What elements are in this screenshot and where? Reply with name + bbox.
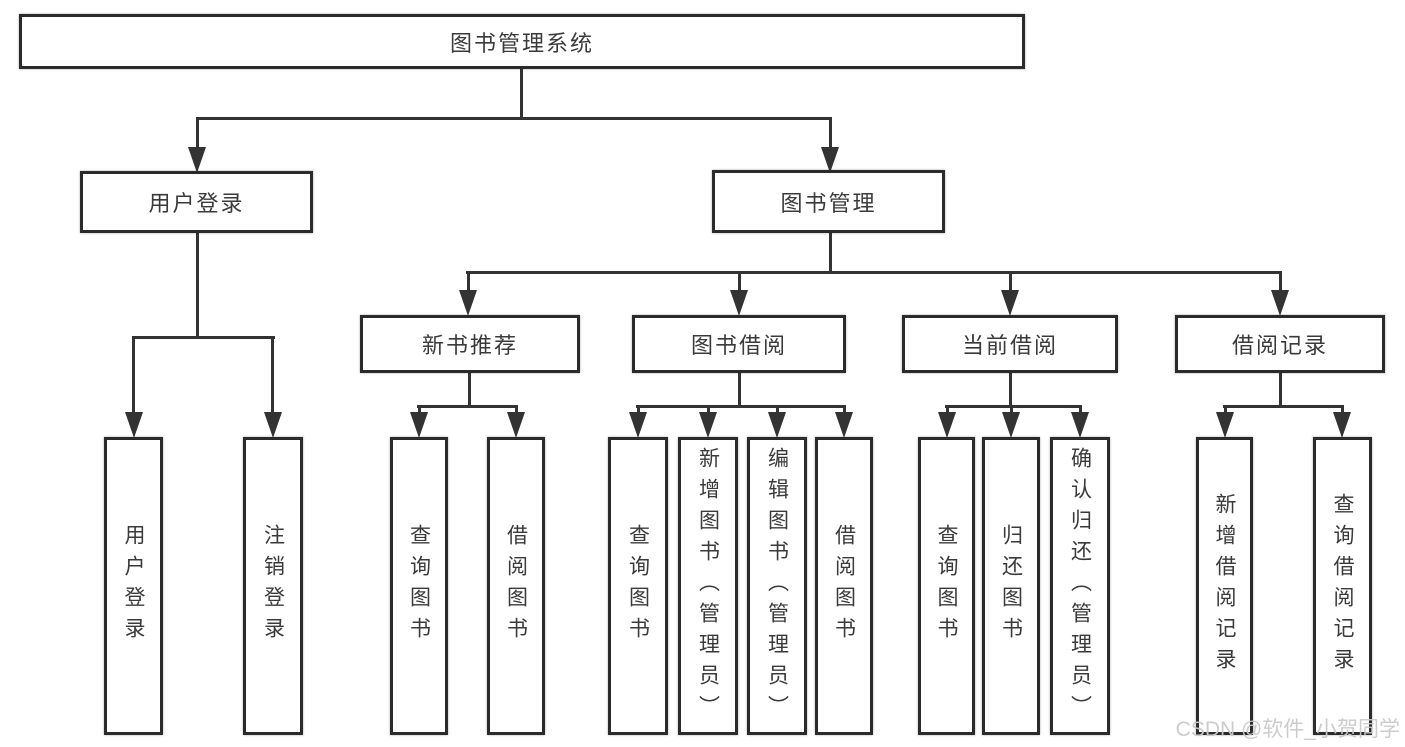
connector-line [271, 336, 274, 414]
node-label: 查询图书 [407, 524, 431, 648]
leaf-add-book-admin: 新增图书（管理员） [678, 437, 738, 735]
node-label: 借阅记录 [1231, 333, 1328, 358]
arrow-down-icon [188, 147, 206, 173]
leaf-query-books-current: 查询图书 [918, 437, 975, 735]
arrow-down-icon [835, 412, 853, 438]
connector-line [196, 233, 199, 339]
connector-line [1009, 271, 1012, 293]
connector-line [132, 336, 135, 414]
node-borrow-records: 借阅记录 [1175, 315, 1385, 373]
connector-line [738, 271, 741, 293]
connector-line [738, 373, 741, 408]
leaf-return-books: 归还图书 [982, 437, 1040, 735]
arrow-down-icon [1333, 412, 1351, 438]
connector-line [637, 405, 640, 415]
node-label: 当前借阅 [961, 333, 1058, 358]
leaf-logout: 注销登录 [243, 437, 303, 735]
connector-line [636, 405, 846, 408]
connector-line [417, 405, 518, 408]
node-user-login: 用户登录 [80, 171, 313, 233]
arrow-down-icon [1001, 290, 1019, 316]
arrow-down-icon [1071, 412, 1089, 438]
connector-line [1224, 405, 1227, 415]
leaf-borrow-books-recommend: 借阅图书 [487, 437, 545, 735]
leaf-user-login: 用户登录 [104, 437, 163, 735]
arrow-down-icon [1271, 290, 1289, 316]
node-label: 编辑图书（管理员） [765, 446, 789, 726]
connector-line [945, 405, 1082, 408]
node-label: 确认归还（管理员） [1068, 446, 1092, 726]
connector-line [1223, 405, 1344, 408]
connector-line [466, 271, 1282, 274]
leaf-query-borrow-record: 查询借阅记录 [1313, 437, 1372, 735]
node-label: 查询借阅记录 [1331, 493, 1354, 679]
connector-line [1279, 373, 1282, 408]
node-root: 图书管理系统 [19, 14, 1025, 69]
arrow-down-icon [821, 147, 839, 173]
connector-line [520, 69, 523, 120]
connector-line [1341, 405, 1344, 415]
arrow-down-icon [1216, 412, 1234, 438]
connector-line [468, 373, 471, 408]
arrow-down-icon [1002, 412, 1020, 438]
node-label: 新增图书（管理员） [696, 446, 720, 726]
node-new-book-recommend: 新书推荐 [360, 315, 580, 373]
leaf-add-borrow-record: 新增借阅记录 [1196, 437, 1253, 735]
leaf-confirm-return-admin: 确认归还（管理员） [1050, 437, 1110, 735]
connector-line [1010, 405, 1013, 415]
arrow-down-icon [699, 412, 717, 438]
arrow-down-icon [410, 412, 428, 438]
node-current-borrow: 当前借阅 [902, 315, 1118, 373]
connector-line [829, 117, 832, 149]
connector-line [196, 117, 199, 149]
connector-line [707, 405, 710, 415]
node-book-management: 图书管理 [712, 170, 945, 233]
leaf-edit-book-admin: 编辑图书（管理员） [747, 437, 807, 735]
node-book-borrow: 图书借阅 [632, 315, 846, 373]
node-label: 用户登录 [148, 191, 245, 216]
arrow-down-icon [730, 290, 748, 316]
watermark: CSDN @软件_小贺同学 [1175, 718, 1400, 741]
connector-line [1009, 373, 1012, 408]
node-label: 新书推荐 [421, 333, 518, 358]
connector-line [196, 117, 832, 120]
node-label: 图书借阅 [690, 333, 787, 358]
node-label: 注销登录 [261, 524, 285, 648]
arrow-down-icon [507, 412, 525, 438]
node-label: 借阅图书 [504, 524, 528, 648]
leaf-query-books-recommend: 查询图书 [390, 437, 448, 735]
arrow-down-icon [459, 290, 477, 316]
node-label: 新增借阅记录 [1213, 493, 1236, 679]
connector-line [843, 405, 846, 415]
connector-line [946, 405, 949, 415]
arrow-down-icon [264, 412, 282, 438]
connector-line [418, 405, 421, 415]
connector-line [515, 405, 518, 415]
node-label: 用户登录 [122, 524, 145, 648]
connector-line [1279, 271, 1282, 293]
node-label: 图书管理系统 [449, 30, 594, 56]
node-label: 查询图书 [626, 524, 650, 648]
connector-line [776, 405, 779, 415]
arrow-down-icon [125, 412, 143, 438]
connector-line [1079, 405, 1082, 415]
node-label: 查询图书 [935, 524, 958, 648]
node-label: 归还图书 [999, 524, 1023, 648]
leaf-query-books-borrow: 查询图书 [608, 437, 668, 735]
arrow-down-icon [629, 412, 647, 438]
node-label: 借阅图书 [832, 524, 856, 648]
connector-line [829, 233, 832, 274]
arrow-down-icon [938, 412, 956, 438]
leaf-borrow-books-2: 借阅图书 [815, 437, 873, 735]
node-label: 图书管理 [780, 190, 877, 216]
connector-line [467, 271, 470, 293]
arrow-down-icon [768, 412, 786, 438]
connector-line [132, 336, 275, 339]
